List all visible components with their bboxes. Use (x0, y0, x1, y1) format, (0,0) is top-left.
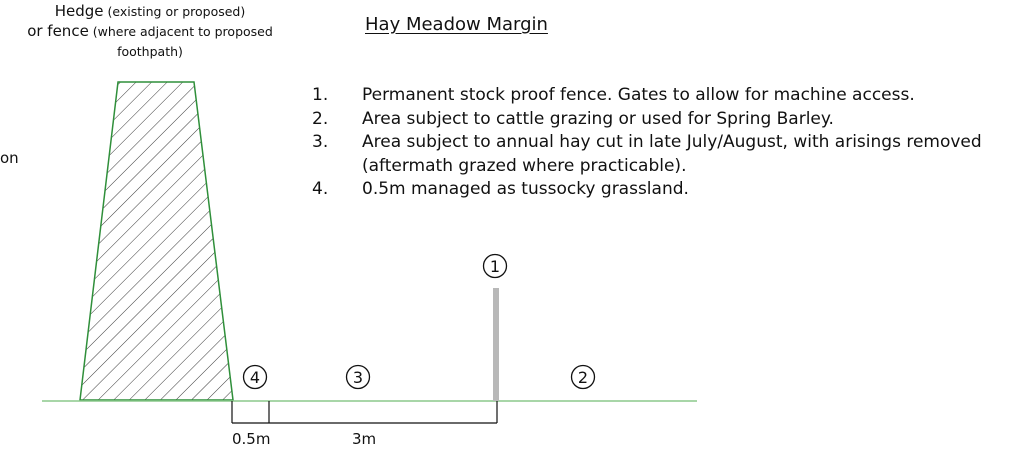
marker-4-label: 4 (250, 368, 260, 387)
note-item: 4. 0.5m managed as tussocky grassland. (308, 178, 982, 202)
hedge-label: Hedge (existing or proposed) or fence (w… (0, 2, 300, 62)
dimension-label-narrow: 0.5m (232, 430, 270, 448)
marker-3: 3 (345, 364, 371, 390)
note-text: Area subject to annual hay cut in late J… (362, 132, 982, 176)
marker-4: 4 (242, 364, 268, 390)
marker-2-label: 2 (578, 368, 588, 387)
cut-off-text: on (0, 149, 19, 167)
footpath-label: foothpath) (117, 44, 183, 59)
fence-label-main: or fence (27, 22, 89, 40)
note-item: 2. Area subject to cattle grazing or use… (308, 108, 982, 132)
note-item: 3. Area subject to annual hay cut in lat… (308, 131, 982, 178)
hedge-shape (79, 81, 234, 401)
marker-3-label: 3 (353, 368, 363, 387)
page-title: Hay Meadow Margin (365, 14, 548, 35)
hedge-label-sub: (existing or proposed) (103, 4, 246, 19)
note-item: 1. Permanent stock proof fence. Gates to… (308, 84, 982, 108)
note-text: Area subject to cattle grazing or used f… (362, 108, 834, 129)
marker-4-circle (242, 364, 268, 390)
hedge-label-main: Hedge (54, 2, 104, 20)
marker-1: 1 (482, 253, 508, 279)
note-number: 4. (312, 179, 329, 199)
note-text: 0.5m managed as tussocky grassland. (362, 179, 689, 199)
dimension-label-wide: 3m (352, 430, 376, 448)
fence-label-sub: (where adjacent to proposed (88, 24, 273, 39)
marker-3-circle (345, 364, 371, 390)
note-number: 3. (312, 132, 329, 152)
note-number: 1. (312, 85, 329, 105)
notes-list: 1. Permanent stock proof fence. Gates to… (308, 84, 982, 202)
dimension-lines (231, 401, 498, 424)
marker-2-circle (570, 364, 596, 390)
note-number: 2. (312, 108, 329, 129)
marker-2: 2 (570, 364, 596, 390)
fence-post (493, 288, 499, 401)
note-text: Permanent stock proof fence. Gates to al… (362, 85, 915, 105)
marker-1-label: 1 (490, 257, 500, 276)
marker-1-circle (482, 253, 508, 279)
